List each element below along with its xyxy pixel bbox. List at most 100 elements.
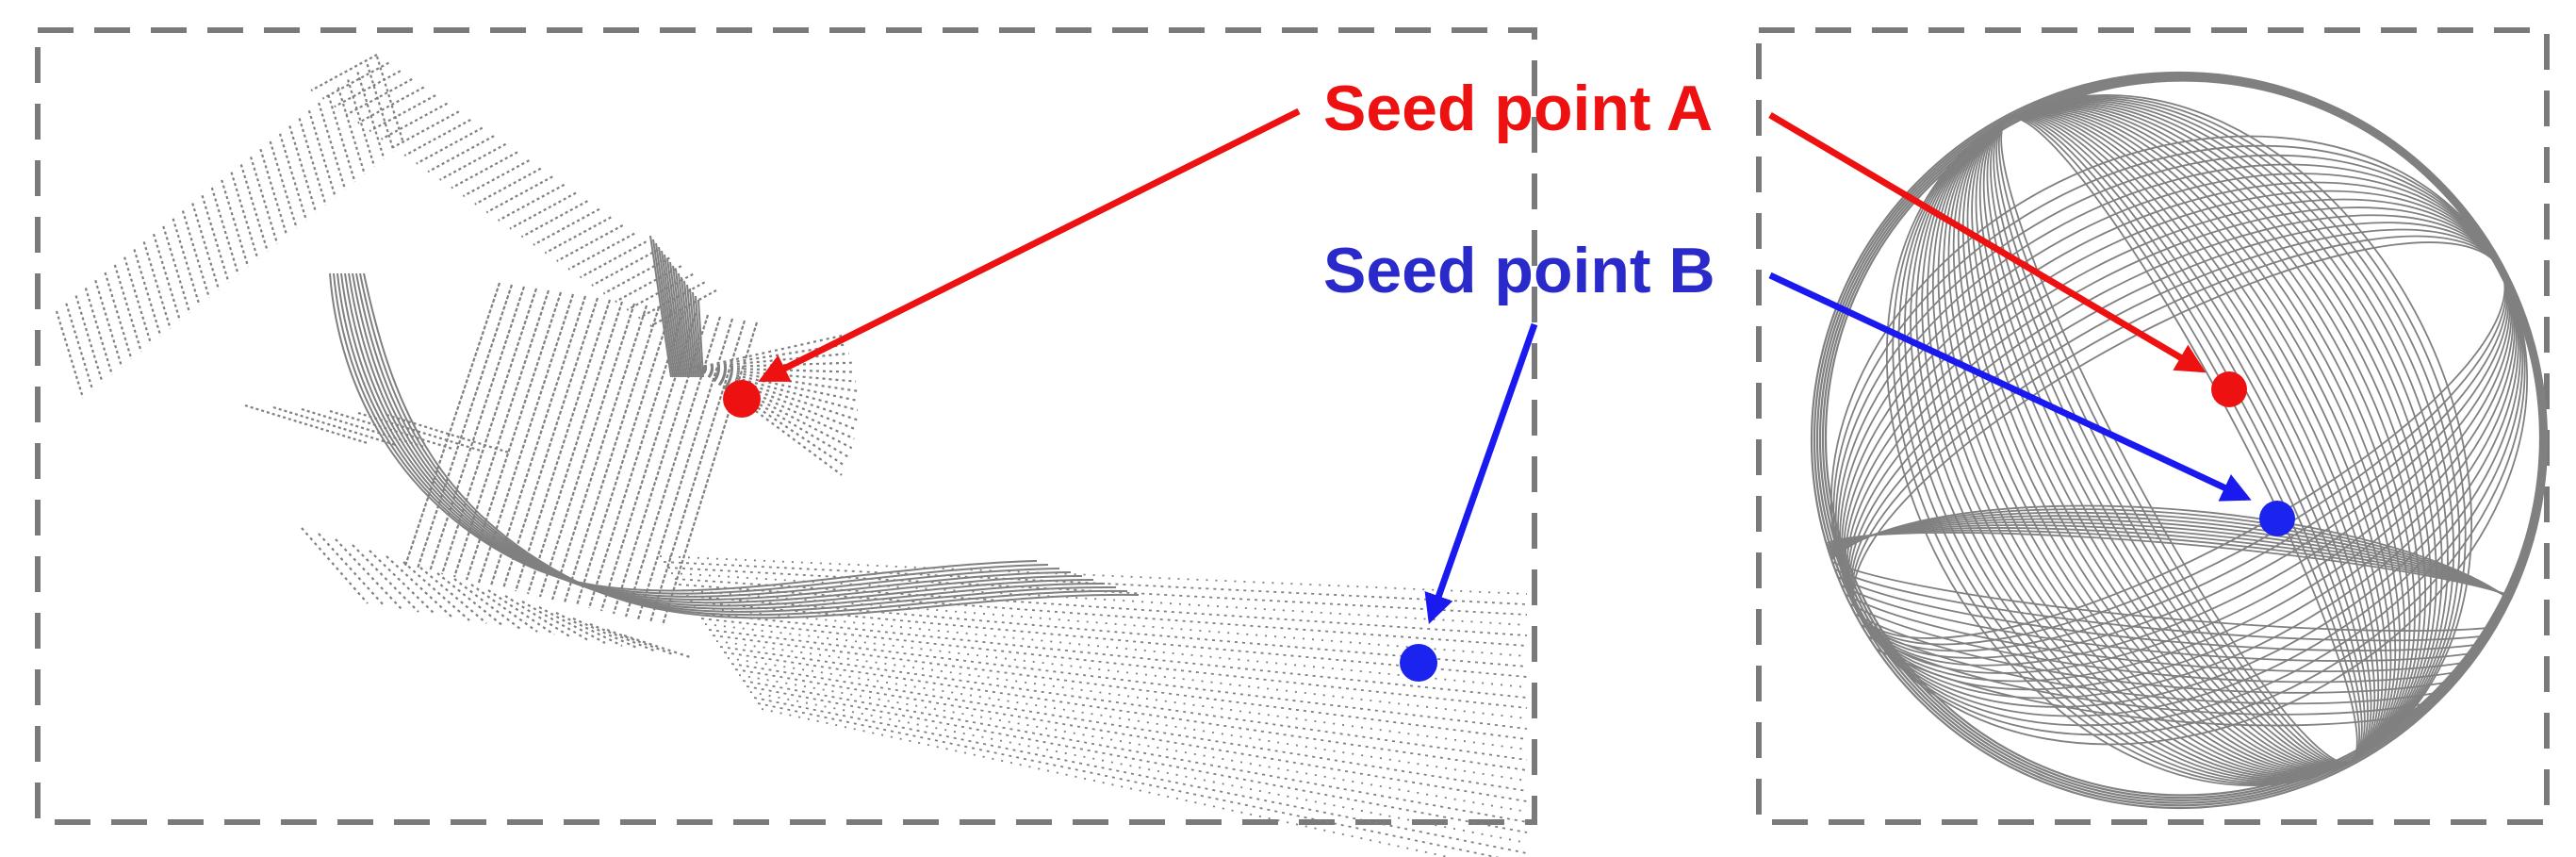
scan-line	[334, 70, 402, 108]
sphere-scan-rings	[1817, 93, 2541, 787]
seed-point-a-left-marker	[723, 380, 761, 418]
scan-line	[719, 646, 1528, 761]
scan-line	[697, 335, 843, 370]
scan-line	[485, 175, 553, 214]
scan-line	[436, 572, 504, 627]
scan-line	[336, 272, 1060, 598]
scan-line	[278, 133, 308, 222]
scan-line	[591, 248, 659, 287]
scan-line	[615, 265, 682, 304]
scan-line	[556, 224, 624, 262]
scan-line	[683, 280, 695, 378]
scan-line	[664, 254, 681, 378]
scan-line	[746, 685, 1528, 833]
scan-line	[172, 218, 201, 306]
scan-line	[369, 550, 436, 616]
scan-line	[623, 634, 691, 659]
scan-line	[244, 404, 369, 445]
scan-line	[487, 589, 555, 635]
scan-line	[65, 303, 94, 391]
scan-line	[670, 572, 1528, 626]
scan-line	[697, 367, 846, 468]
scan-line	[352, 272, 1106, 610]
scan-line	[520, 200, 588, 239]
scan-line	[335, 538, 402, 610]
scan-line	[329, 409, 453, 451]
scan-line	[318, 533, 386, 607]
scan-line	[589, 622, 657, 653]
scan-line	[612, 314, 710, 615]
scan-line	[685, 595, 1528, 667]
scan-line	[470, 584, 538, 633]
scan-line	[440, 288, 538, 575]
seed-point-a-label: Seed point A	[1323, 73, 1713, 144]
scan-line	[599, 312, 697, 612]
scan-line	[462, 159, 530, 198]
scan-line	[453, 578, 521, 630]
seed-point-a-right-marker	[2211, 371, 2247, 407]
scan-line	[659, 555, 1528, 595]
seed-a-right-arrow	[1768, 111, 2207, 373]
scan-line	[572, 617, 640, 651]
seed-b-right-arrow	[1768, 272, 2252, 502]
scan-line	[649, 235, 672, 378]
scan-line	[655, 242, 676, 378]
scan-line	[697, 352, 849, 370]
scan-line	[474, 167, 542, 206]
scan-line	[201, 194, 230, 283]
scan-line	[661, 250, 680, 378]
scan-line	[113, 264, 142, 353]
scan-line	[357, 86, 425, 124]
scan-line	[307, 109, 336, 198]
scan-line	[697, 612, 1528, 699]
scan-line	[301, 527, 369, 604]
scan-line	[658, 246, 678, 378]
scan-line	[416, 284, 514, 569]
scan-line	[563, 306, 661, 603]
scan-line	[575, 308, 673, 606]
scan-line	[428, 286, 526, 572]
scan-line	[439, 142, 507, 181]
scan-line	[386, 413, 510, 454]
scan-line	[753, 697, 1528, 854]
scan-ring	[1897, 96, 2461, 784]
sphere-point-cloud	[1810, 71, 2549, 810]
scan-line	[380, 102, 449, 140]
scan-line	[301, 407, 425, 449]
scan-line	[567, 232, 635, 271]
scan-line	[674, 578, 1528, 636]
scan-line	[686, 284, 697, 378]
seed-a-left-arrow	[758, 107, 1301, 383]
scan-line	[221, 179, 250, 268]
seed-point-b-right-marker	[2259, 501, 2295, 536]
scan-line	[678, 272, 691, 378]
scan-line	[403, 119, 471, 157]
scan-ring	[1886, 93, 2472, 787]
scan-line	[142, 241, 172, 329]
scan-line	[708, 629, 1528, 730]
scan-line	[738, 674, 1528, 813]
scan-line	[375, 56, 405, 144]
scan-line	[123, 256, 153, 345]
scan-line	[544, 216, 612, 255]
sphere-rim	[1813, 73, 2547, 807]
scan-line	[427, 135, 495, 173]
scan-line	[730, 663, 1528, 792]
scan-line	[697, 366, 859, 412]
scan-line	[419, 567, 487, 624]
scan-line	[712, 635, 1528, 740]
scan-line	[700, 618, 1528, 709]
scan-line	[579, 240, 648, 279]
scan-line	[498, 183, 566, 222]
scan-line	[451, 151, 518, 190]
scan-ring	[1975, 112, 2384, 768]
scan-line	[74, 295, 104, 383]
scan-line	[606, 628, 674, 656]
left-point-cloud	[55, 54, 1528, 857]
scan-line	[402, 561, 470, 621]
scan-line	[555, 612, 623, 647]
scan-line	[538, 606, 606, 644]
scan-line	[310, 54, 378, 91]
scan-line	[321, 61, 389, 100]
